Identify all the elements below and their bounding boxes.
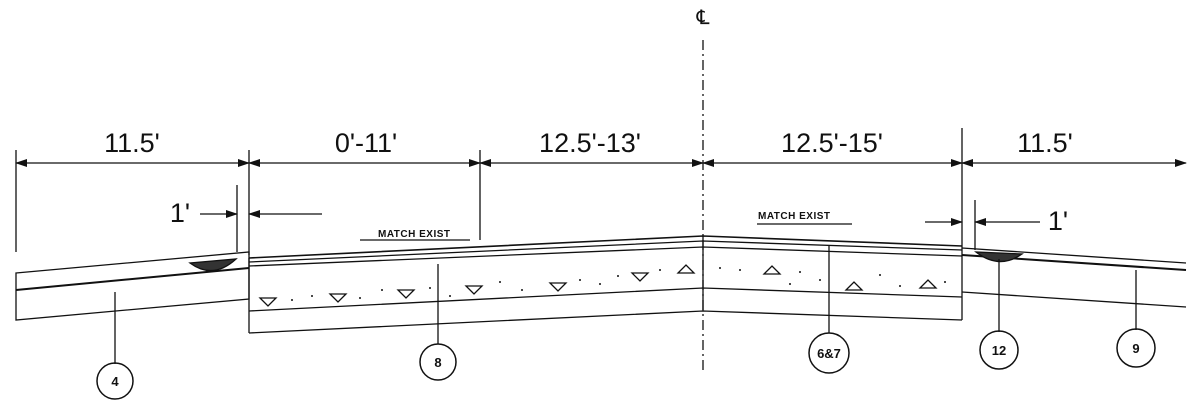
rumble-strip-left [188, 258, 238, 272]
left-shoulder [15, 251, 250, 321]
callout-4: 4 [96, 362, 134, 400]
main-pavement [248, 235, 963, 334]
svg-text:12: 12 [992, 343, 1006, 358]
dim-label-2: 0'-11' [335, 128, 397, 158]
offset-label-left: 1' [170, 198, 190, 228]
match-exist-note-right: MATCH EXIST [758, 211, 831, 222]
leader-lines [114, 245, 1137, 364]
dim-label-1: 11.5' [104, 128, 160, 158]
dim-label-3: 12.5'-13' [539, 128, 641, 158]
offset-label-right: 1' [1048, 206, 1068, 236]
right-shoulder [961, 247, 1187, 308]
match-exist-notes: MATCH EXIST MATCH EXIST [360, 211, 852, 241]
match-exist-note-left: MATCH EXIST [378, 229, 451, 240]
callout-9: 9 [1116, 328, 1156, 368]
svg-text:9: 9 [1132, 341, 1139, 356]
callouts: 4 8 6&7 12 9 [96, 328, 1156, 400]
dimension-labels: 11.5' 0'-11' 12.5'-13' 12.5'-15' 11.5' 1… [104, 128, 1073, 236]
centerline-symbol: ℄ [696, 5, 710, 29]
dimension-lines [15, 159, 1187, 226]
svg-text:6&7: 6&7 [817, 346, 841, 361]
callout-8: 8 [419, 343, 457, 381]
callout-6-7: 6&7 [808, 332, 850, 374]
dim-label-4: 12.5'-15' [781, 128, 883, 158]
callout-12: 12 [979, 330, 1019, 370]
dim-label-5: 11.5' [1017, 128, 1073, 158]
rumble-strip-right [974, 251, 1024, 263]
svg-text:8: 8 [434, 355, 441, 370]
svg-text:4: 4 [111, 374, 119, 389]
centerline: ℄ [696, 5, 710, 370]
